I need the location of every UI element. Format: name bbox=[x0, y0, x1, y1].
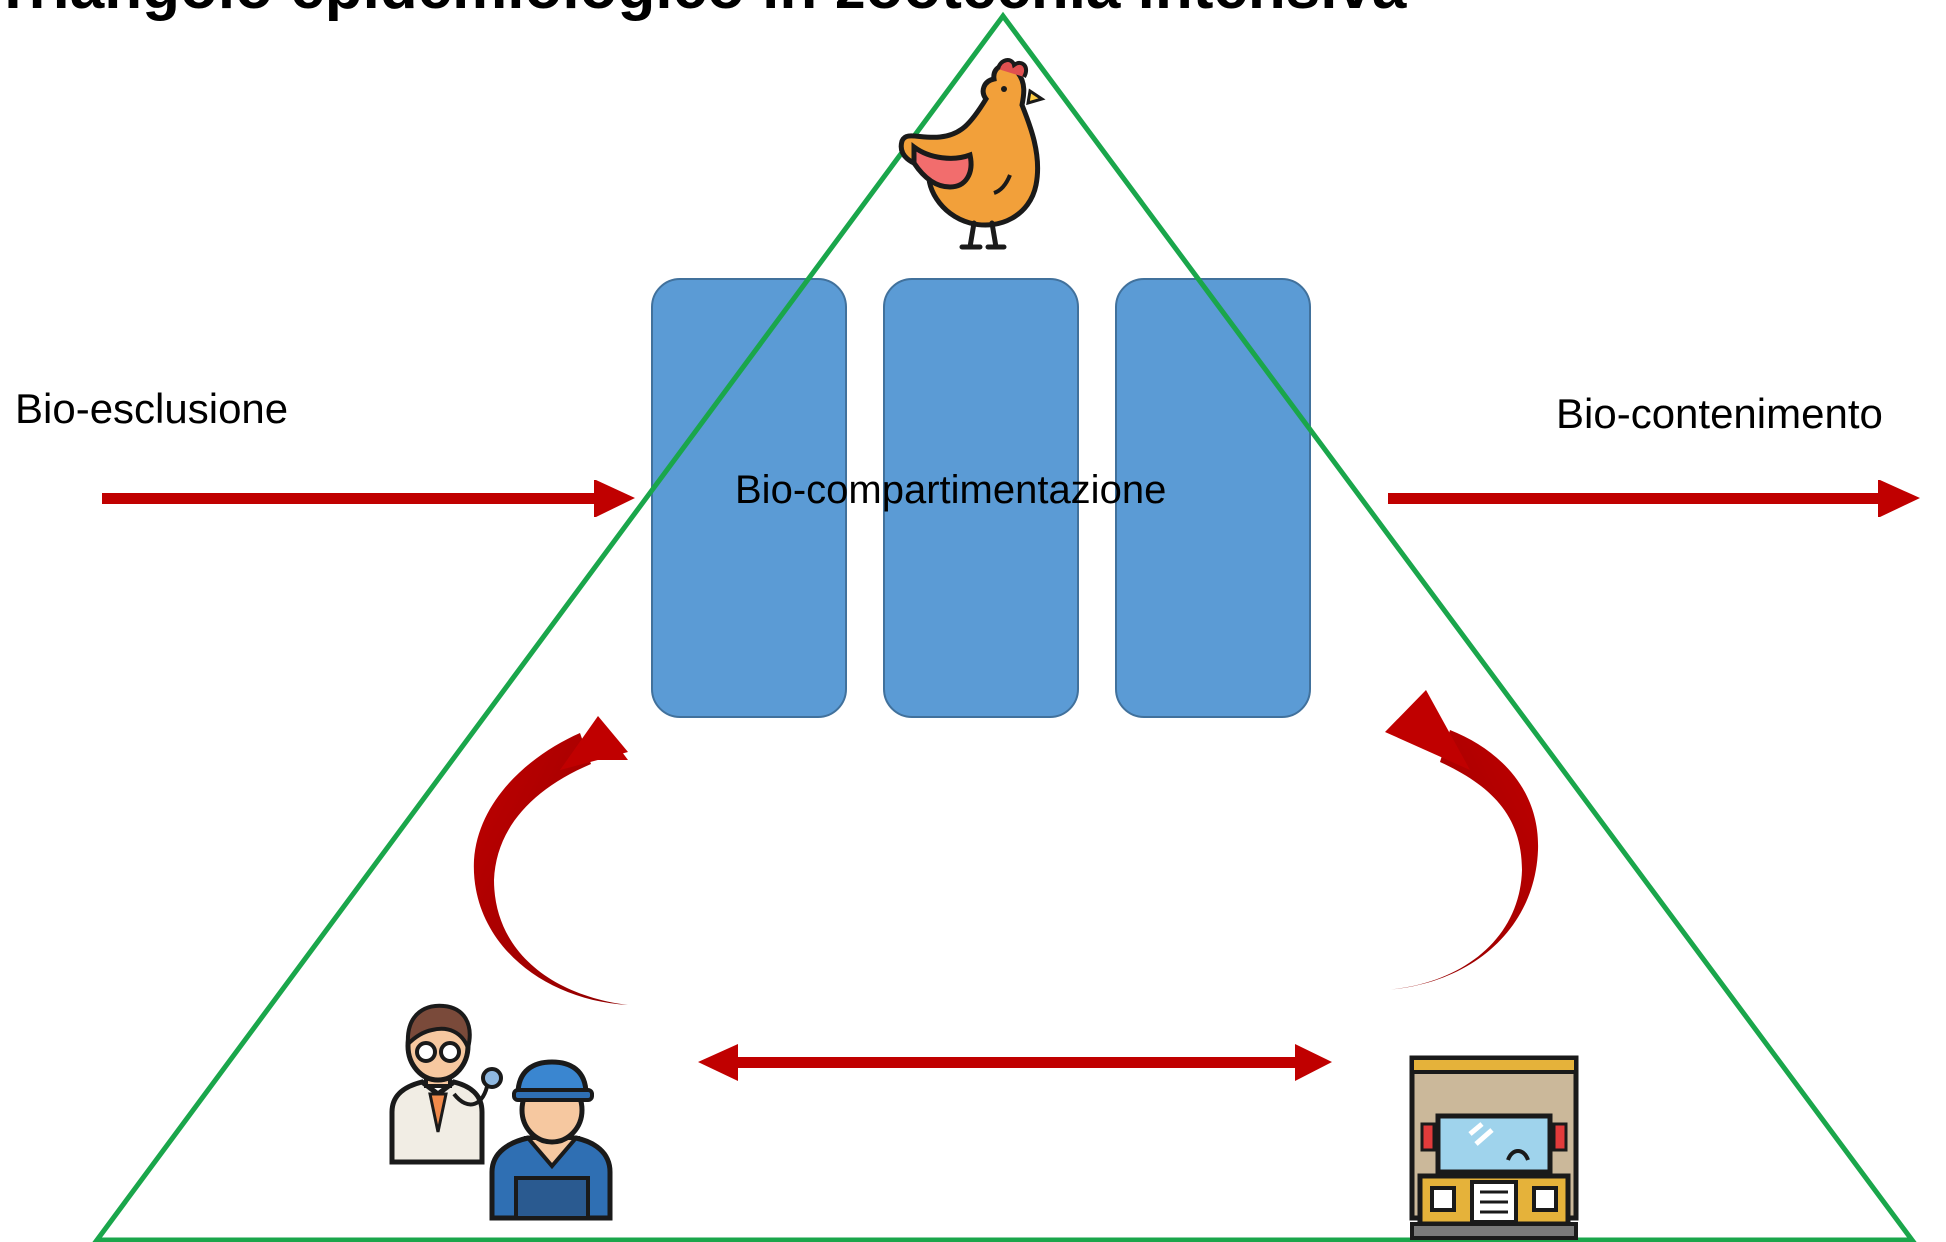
center-label: Bio-compartimentazione bbox=[735, 468, 1166, 512]
compartment-block-3 bbox=[1115, 278, 1311, 718]
compartment-block-2 bbox=[883, 278, 1079, 718]
left-curved-arrow bbox=[473, 716, 628, 1047]
compartment-blocks bbox=[651, 278, 1311, 718]
left-label: Bio-esclusione bbox=[15, 385, 288, 432]
left-arrow bbox=[102, 480, 635, 517]
chicken-icon bbox=[898, 58, 1046, 250]
right-label: Bio-contenimento bbox=[1556, 390, 1883, 437]
epidemiological-triangle bbox=[92, 11, 1917, 1242]
diagram-title: Triangolo epidemiologico in zootecnia in… bbox=[0, 0, 1407, 22]
right-curved-arrow bbox=[1384, 690, 1539, 1032]
right-arrow bbox=[1388, 480, 1920, 517]
truck-icon bbox=[1409, 1055, 1579, 1240]
vet-and-farmer-icon bbox=[389, 1003, 613, 1221]
compartment-block-1 bbox=[651, 278, 847, 718]
bottom-double-arrow bbox=[698, 1044, 1332, 1081]
